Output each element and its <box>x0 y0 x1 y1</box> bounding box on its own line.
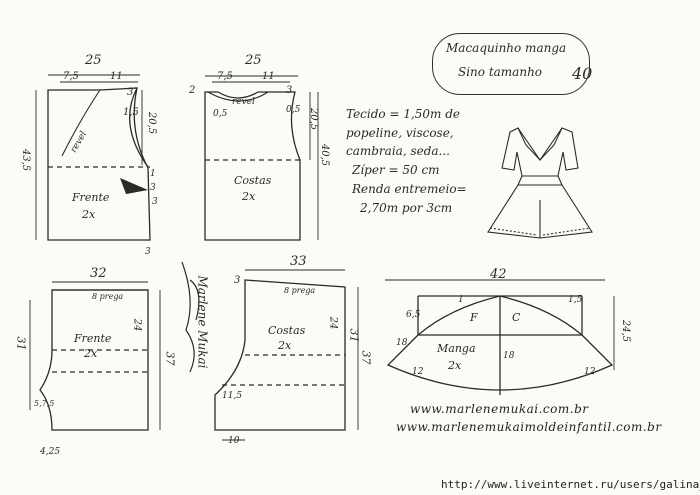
frente-top-bottom1: 3 <box>152 197 158 207</box>
frente-top-name: Frente <box>72 191 110 204</box>
title-line1: Macaquinho manga <box>446 41 567 55</box>
frente-top-piece <box>35 74 151 241</box>
frente-bottom-inner: 24 <box>131 318 143 332</box>
materials-tecido: Tecido = 1,50m de <box>346 107 461 121</box>
manga-a: 6,5 <box>406 310 421 320</box>
costas-bottom-b: 11,5 <box>222 391 243 401</box>
title-line2: Sino tamanho <box>458 65 543 79</box>
frente-top-h2: 1,5 <box>123 107 139 118</box>
manga-d: 18 <box>396 338 408 348</box>
signature-text: Marlene Mukai <box>195 275 210 369</box>
frente-bottom-b: 4,25 <box>40 447 61 457</box>
frente-top-bottom2: 3 <box>145 247 151 257</box>
costas-bottom-a: 3 <box>234 275 241 286</box>
costas-top-piece <box>204 75 319 241</box>
manga-e: 18 <box>503 351 515 361</box>
costas-bottom-prega: 8 prega <box>284 286 316 295</box>
costas-top-width: 25 <box>245 53 262 68</box>
manga-name: Manga <box>437 342 476 355</box>
title-outline <box>432 33 590 95</box>
costas-top-total: 40,5 <box>319 143 331 167</box>
website-2[interactable]: www.marlenemukaimoldeinfantil.com.br <box>396 420 662 434</box>
manga-h: 24,5 <box>620 319 632 343</box>
costas-top-fold: revel <box>232 97 255 107</box>
jumpsuit-illustration <box>487 127 593 239</box>
manga-c: C <box>512 311 521 324</box>
website-1[interactable]: www.marlenemukai.com.br <box>410 402 589 416</box>
materials-line2: popeline, viscose, <box>346 126 454 140</box>
frente-bottom-width: 32 <box>90 266 107 281</box>
costas-top-b: 11 <box>262 71 275 82</box>
frente-top-n2: 3 <box>150 183 156 193</box>
manga-c2: 1,5 <box>568 295 583 305</box>
frente-top-qty: 2x <box>82 208 96 221</box>
frente-top-a: 7,5 <box>63 71 79 82</box>
materials-renda2: 2,70m por 3cm <box>360 201 453 215</box>
costas-top-c: 0,5 <box>213 109 228 119</box>
costas-bottom-qty: 2x <box>278 339 292 352</box>
costas-top-a: 7,5 <box>217 71 233 82</box>
costas-top-d: 0,5 <box>286 105 301 115</box>
costas-top-side: 20,5 <box>308 107 320 131</box>
costas-bottom-piece <box>214 269 359 441</box>
manga-f2: 12 <box>412 367 424 377</box>
frente-bottom-qty: 2x <box>84 347 98 360</box>
materials-renda: Renda entremeio= <box>352 182 467 196</box>
manga-f: F <box>470 311 478 324</box>
signature-flourish <box>181 261 200 373</box>
frente-bottom-piece <box>29 281 161 431</box>
costas-top-name: Costas <box>234 174 272 187</box>
frente-bottom-prega: 8 prega <box>92 292 124 301</box>
costas-top-h1: 2 <box>189 85 196 96</box>
manga-b: 1 <box>458 295 464 305</box>
frente-top-h1: 3 <box>127 87 134 98</box>
manga-g: 12 <box>584 367 596 377</box>
costas-top-qty: 2x <box>242 190 256 203</box>
frente-top-width: 25 <box>85 53 102 68</box>
frente-top-b: 11 <box>110 71 123 82</box>
frente-top-n1: 1 <box>150 169 156 179</box>
frente-top-total: 43,5 <box>20 148 32 172</box>
source-url[interactable]: http://www.liveinternet.ru/users/galina_… <box>441 478 700 491</box>
frente-bottom-left: 31 <box>14 336 28 351</box>
costas-bottom-width: 33 <box>290 254 307 269</box>
costas-top-h2: 3 <box>286 85 293 96</box>
costas-bottom-total: 37 <box>359 350 373 365</box>
manga-piece <box>385 279 615 395</box>
frente-bottom-total: 37 <box>163 351 177 366</box>
materials-ziper: Zíper = 50 cm <box>352 163 440 177</box>
title-size: 40 <box>572 64 593 83</box>
materials-line3: cambraia, seda... <box>346 144 450 158</box>
manga-qty: 2x <box>448 359 462 372</box>
costas-bottom-c: 10 <box>228 436 240 446</box>
frente-bottom-a: 5,7,5 <box>34 399 55 408</box>
frente-top-side: 20,5 <box>146 111 158 135</box>
costas-bottom-left: 31 <box>347 328 361 343</box>
manga-width: 42 <box>490 267 507 282</box>
costas-bottom-inner: 24 <box>327 316 339 330</box>
costas-bottom-name: Costas <box>268 324 306 337</box>
frente-bottom-name: Frente <box>74 332 112 345</box>
